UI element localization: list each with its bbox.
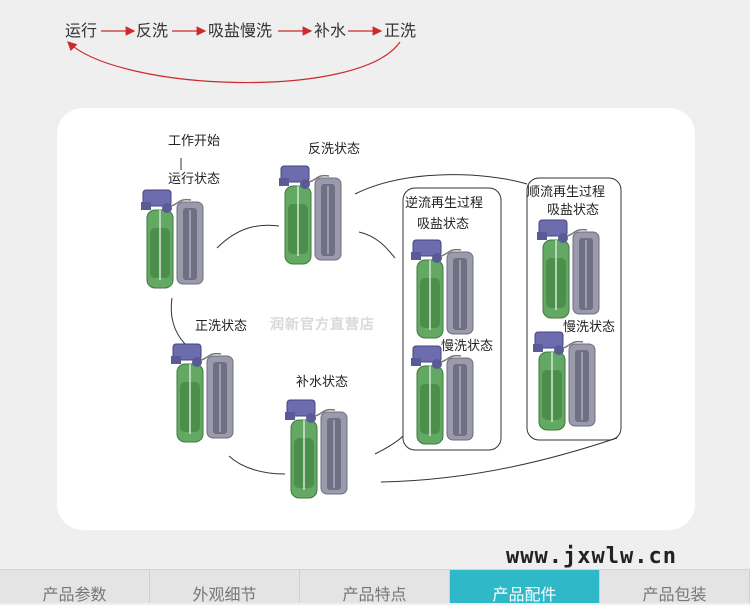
- flow-step-brine-slow: 吸盐慢洗: [208, 21, 273, 40]
- label-coflow-brine: 吸盐状态: [547, 203, 600, 218]
- label-counterflow-slow: 慢洗状态: [441, 339, 494, 354]
- flow-step-run: 运行: [65, 21, 98, 40]
- label-rinse: 正洗状态: [195, 319, 248, 334]
- connector-run-backwash: [216, 224, 280, 249]
- watermark: 润新官方直营店: [270, 317, 375, 333]
- site-url: www.jxwlw.cn: [506, 544, 677, 569]
- flow-arrows: [67, 26, 401, 84]
- connector-refill-co: [380, 437, 618, 483]
- unit-counter-brine: [410, 239, 474, 339]
- flow-step-rinse: 正洗: [384, 21, 417, 40]
- unit-counter-slow: [410, 345, 474, 445]
- unit-co-slow: [532, 331, 596, 431]
- bottom-tab-bar: 产品参数 外观细节 产品特点 产品配件 产品包装: [0, 569, 750, 604]
- unit-refill: [284, 399, 348, 499]
- connector-backwash-counter: [358, 231, 396, 259]
- counterflow-group-box: [402, 187, 502, 451]
- label-run: 运行状态: [168, 172, 221, 187]
- coflow-group-box: [526, 177, 622, 441]
- tab-product-accessories[interactable]: 产品配件: [450, 570, 600, 604]
- tab-product-features[interactable]: 产品特点: [300, 570, 450, 604]
- label-refill: 补水状态: [296, 375, 349, 390]
- connector-rinse-refill: [228, 455, 286, 475]
- tab-product-params[interactable]: 产品参数: [0, 570, 150, 604]
- unit-rinse: [170, 343, 234, 443]
- label-start: 工作开始: [168, 134, 221, 149]
- tab-product-packaging[interactable]: 产品包装: [600, 570, 750, 604]
- connector-backwash-co: [354, 174, 528, 195]
- connector-run-rinse: [170, 297, 186, 345]
- connector-refill-counter: [374, 435, 404, 455]
- label-counterflow-brine: 吸盐状态: [417, 217, 470, 232]
- label-backwash: 反洗状态: [308, 142, 361, 157]
- tab-appearance-details[interactable]: 外观细节: [150, 570, 300, 604]
- unit-run: [140, 189, 204, 289]
- label-coflow-title: 顺流再生过程: [527, 185, 606, 200]
- unit-co-brine: [536, 219, 600, 319]
- label-counterflow-title: 逆流再生过程: [405, 196, 484, 211]
- process-diagram: [140, 158, 622, 499]
- flow-return-arrow: [67, 41, 401, 84]
- unit-backwash: [278, 165, 342, 265]
- flow-step-refill: 补水: [314, 21, 347, 40]
- label-coflow-slow: 慢洗状态: [563, 320, 616, 335]
- flow-step-backwash: 反洗: [136, 21, 169, 40]
